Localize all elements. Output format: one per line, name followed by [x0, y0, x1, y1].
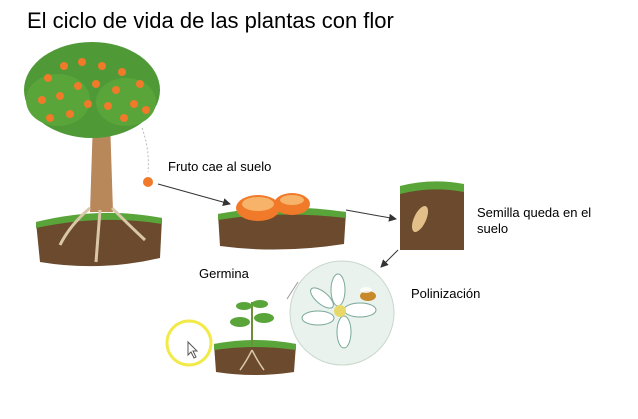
seed-in-soil-illustration — [400, 181, 464, 250]
germinating-plant-illustration — [214, 300, 296, 375]
fallen-fruit-illustration — [218, 193, 346, 250]
arrow-ground-to-seed — [346, 210, 396, 219]
arrow-seed-to-germination — [381, 250, 398, 267]
arrow-fruit-to-ground — [158, 184, 230, 204]
flower-pollination-illustration — [287, 261, 394, 365]
orange-tree-illustration — [24, 42, 162, 266]
mouse-pointer-icon — [188, 342, 197, 358]
